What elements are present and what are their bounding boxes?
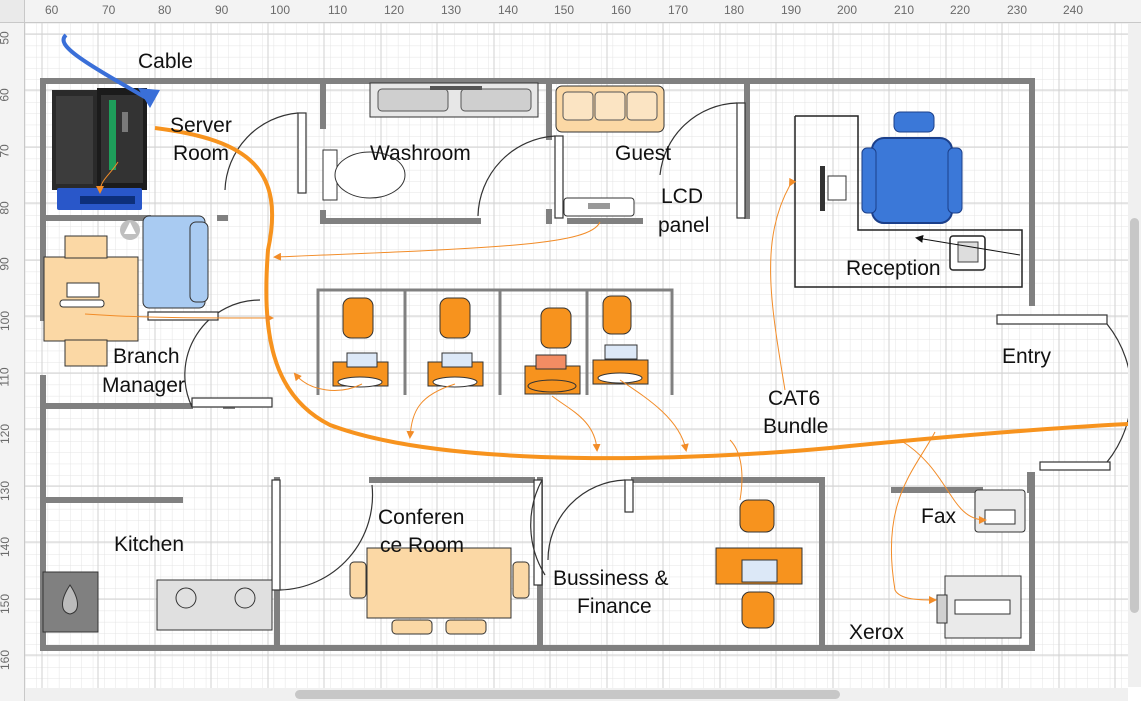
vertical-scroll-thumb[interactable] <box>1130 218 1139 613</box>
conference-label-line1: Conferen <box>378 506 465 529</box>
up-arrow-icon[interactable] <box>120 220 140 240</box>
floor-plan-canvas[interactable] <box>0 0 1128 688</box>
kitchen-label: Kitchen <box>114 533 185 556</box>
switch-link <box>96 161 119 194</box>
ruler-tick: 220 <box>950 3 971 17</box>
horizontal-ruler <box>0 0 1141 23</box>
cable-arrowhead <box>138 88 160 108</box>
lcd-label-line1: LCD <box>661 185 704 208</box>
network-switch-icon <box>57 188 142 210</box>
sofa-icon <box>555 85 665 133</box>
server-rack-icon <box>52 88 147 190</box>
monitor-icon <box>820 166 847 211</box>
workstation-icon <box>592 295 649 385</box>
cable-arrow <box>61 33 151 102</box>
ruler-tick: 140 <box>498 3 519 17</box>
conference-table <box>349 547 530 635</box>
conference-label-line2: ce Room <box>380 534 465 557</box>
ruler-tick: 160 <box>611 3 632 17</box>
chair-icon <box>715 499 803 629</box>
washroom-label: Washroom <box>370 142 471 165</box>
reception-label: Reception <box>846 257 941 280</box>
vertical-scrollbar[interactable] <box>1128 23 1141 687</box>
cat6-label-line1: CAT6 <box>768 387 821 410</box>
ruler-corner <box>0 0 25 23</box>
ruler-tick: 210 <box>894 3 915 17</box>
horizontal-scrollbar[interactable] <box>25 688 1128 701</box>
water-heater-icon <box>42 571 99 633</box>
ruler-tick: 130 <box>441 3 462 17</box>
lcd-label-line2: panel <box>658 214 710 237</box>
ruler-tick: 60 <box>45 3 59 17</box>
server-room-label-line2: Room <box>173 142 230 165</box>
armchair-icon <box>142 215 209 309</box>
horizontal-scroll-thumb[interactable] <box>295 690 840 699</box>
cable-label: Cable <box>138 50 193 73</box>
fax-icon <box>974 489 1026 533</box>
guest-label: Guest <box>615 142 672 165</box>
cat6-label-line2: Bundle <box>763 415 829 438</box>
ruler-tick: 230 <box>1007 3 1028 17</box>
business-label-line2: Finance <box>577 595 652 618</box>
lcd-panel-icon <box>563 197 635 217</box>
ruler-tick: 170 <box>668 3 689 17</box>
phone-icon <box>949 235 986 271</box>
ruler-tick: 190 <box>781 3 802 17</box>
canvas-grid <box>25 23 1128 688</box>
ruler-tick: 80 <box>158 3 172 17</box>
branch-manager-label-line1: Branch <box>113 345 180 368</box>
workstation-icon <box>524 307 581 395</box>
sink-icon <box>369 82 539 118</box>
workstation-icon <box>332 297 389 388</box>
branch-manager-label-line2: Manager <box>102 374 185 397</box>
doors <box>147 102 1128 591</box>
ruler-tick: 110 <box>328 3 348 17</box>
main-cable-run <box>154 126 1128 461</box>
ruler-tick: 70 <box>102 3 116 17</box>
ruler-tick: 90 <box>215 3 229 17</box>
ruler-tick: 150 <box>554 3 575 17</box>
entry-label: Entry <box>1002 345 1052 368</box>
ruler-tick: 100 <box>270 3 291 17</box>
phone-arrow <box>915 235 1021 256</box>
ruler-tick: 180 <box>724 3 745 17</box>
stove-icon <box>156 579 273 631</box>
ruler-tick: 120 <box>384 3 405 17</box>
ruler-tick: 240 <box>1063 3 1084 17</box>
reception-desk <box>794 111 1023 288</box>
ruler-tick: 200 <box>837 3 858 17</box>
business-label-line1: Bussiness & <box>553 567 669 590</box>
copier-icon <box>936 575 1022 639</box>
cubicle-partitions <box>316 288 674 395</box>
fax-label: Fax <box>921 505 957 528</box>
server-room-label-line1: Server <box>170 114 232 137</box>
vertical-ruler <box>0 22 25 701</box>
workstation-icon <box>427 297 484 388</box>
toilet-icon <box>322 149 406 201</box>
connection-links <box>84 177 987 604</box>
manager-desk <box>43 235 139 367</box>
xerox-label: Xerox <box>849 621 904 644</box>
